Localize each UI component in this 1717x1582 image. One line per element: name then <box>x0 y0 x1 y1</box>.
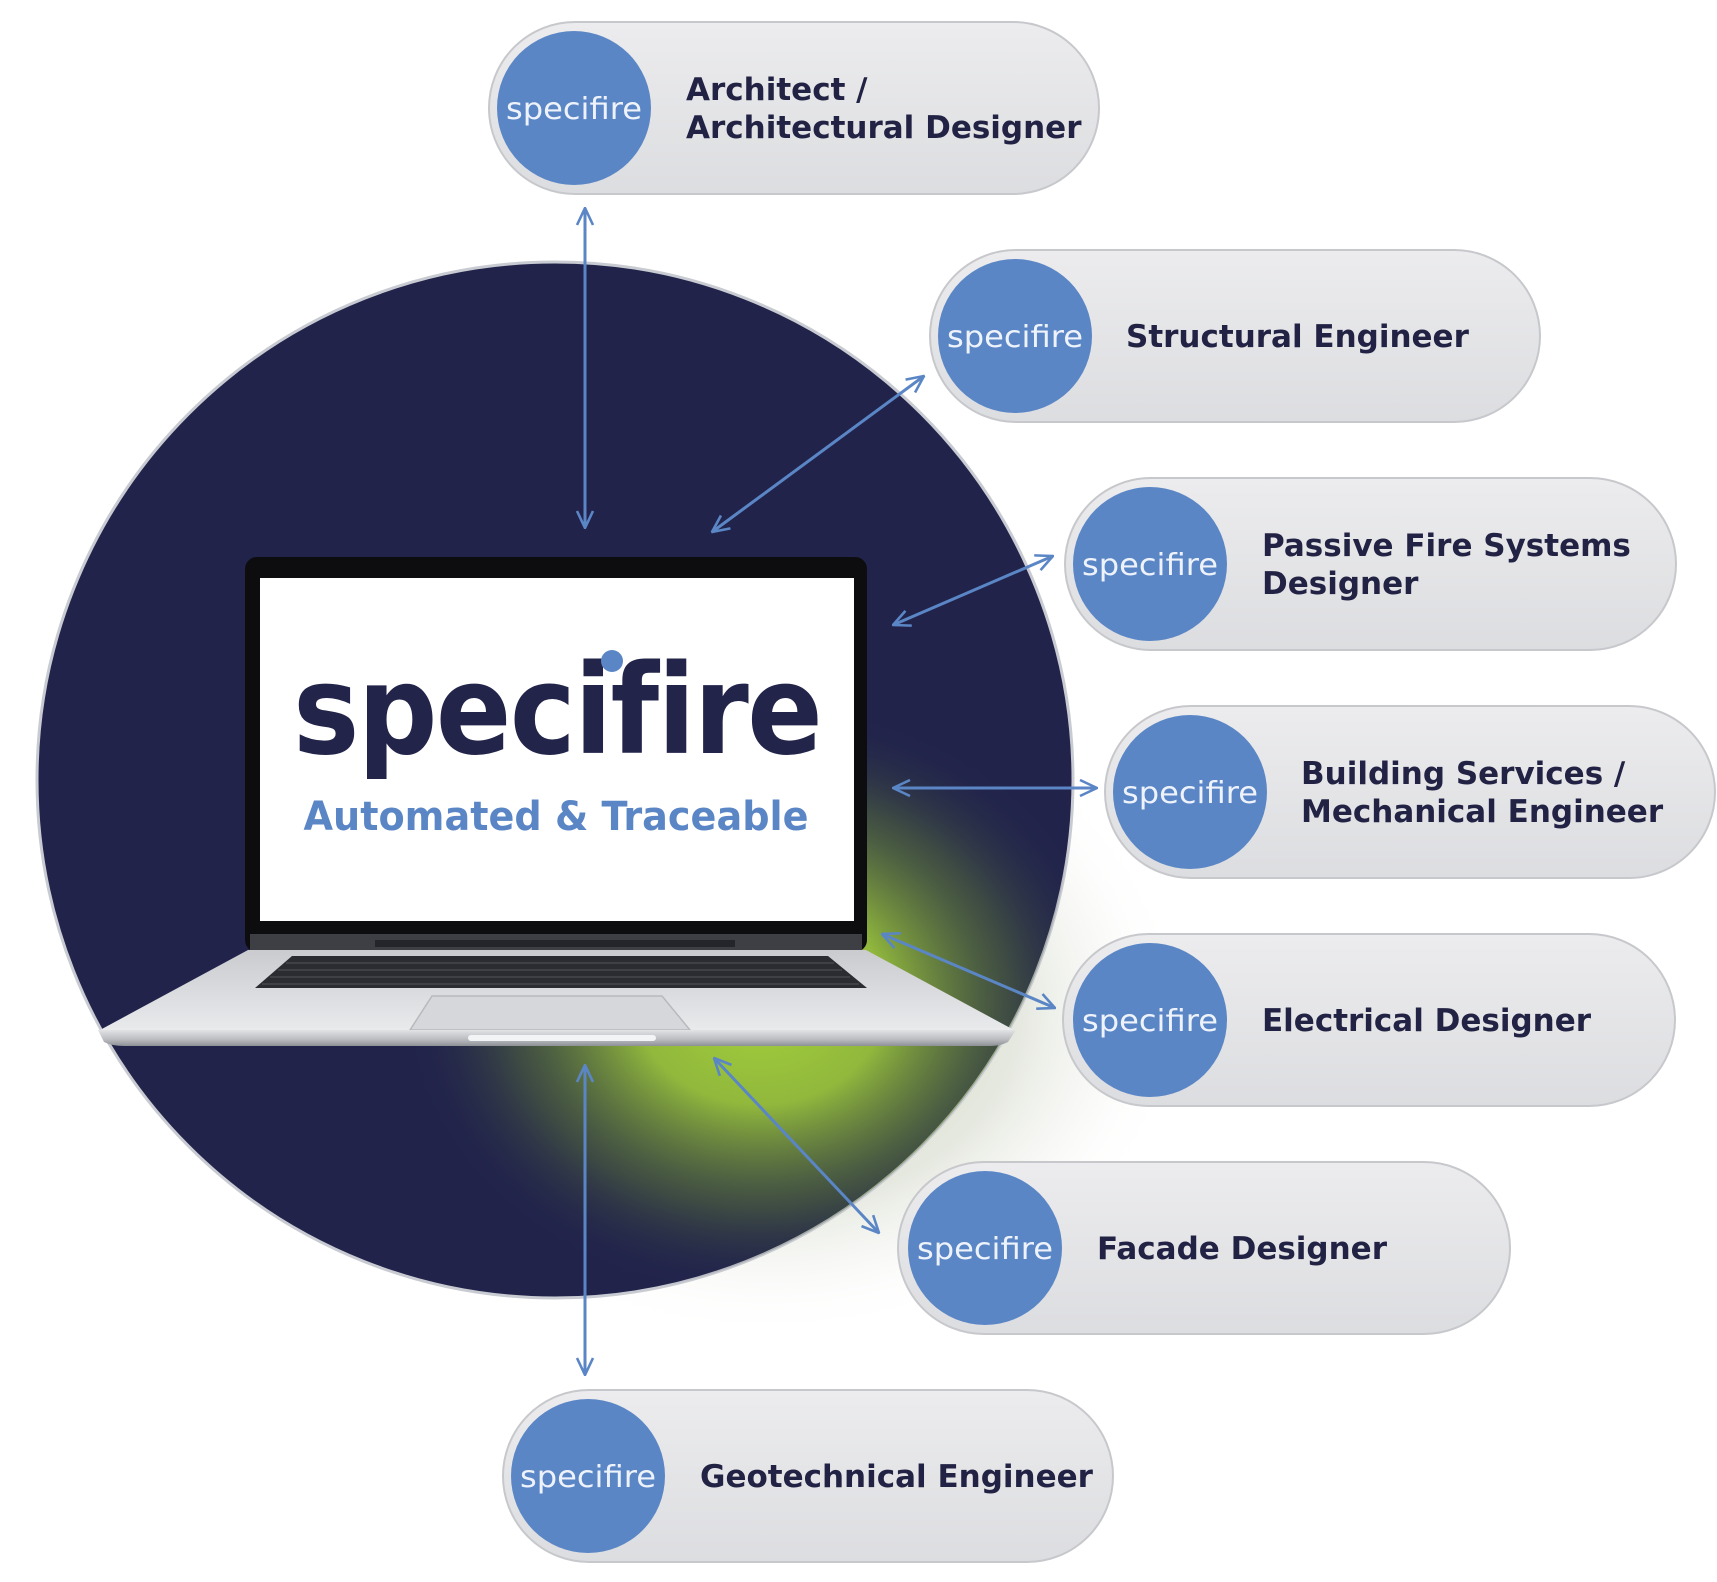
role-pill-background <box>488 21 1100 195</box>
role-pill-background <box>502 1389 1114 1563</box>
role-pill-background <box>1064 477 1677 651</box>
specifire-badge-text: specifire <box>1082 1004 1218 1039</box>
specifire-badge <box>1113 715 1267 869</box>
tagline: Automated & Traceable <box>304 794 809 840</box>
role-label-line: Passive Fire Systems <box>1262 528 1631 564</box>
brand-logo-text: specifire <box>293 639 821 783</box>
role-label-line: Facade Designer <box>1097 1231 1388 1267</box>
arrow-electrical <box>882 934 1055 1008</box>
role-label-line: Structural Engineer <box>1126 319 1470 355</box>
laptop: specifire Automated & Traceable <box>98 557 1016 1046</box>
role-label-line: Architectural Designer <box>686 110 1082 146</box>
brand-logo-dot <box>601 650 623 672</box>
arrow-facade <box>714 1058 879 1233</box>
specifire-badge <box>938 259 1092 413</box>
specifire-badge <box>511 1399 665 1553</box>
role-pill-background <box>897 1161 1511 1335</box>
laptop-screen <box>260 578 854 921</box>
specifire-badge-text: specifire <box>506 92 642 127</box>
specifire-badge <box>908 1171 1062 1325</box>
role-label-line: Architect / <box>686 72 868 108</box>
role-pill-geotechnical: specifire Geotechnical Engineer <box>502 1389 1114 1563</box>
role-label-line: Designer <box>1262 566 1419 602</box>
role-pill-structural: specifire Structural Engineer <box>929 249 1541 423</box>
role-pills: specifire Architect /Architectural Design… <box>488 21 1716 1563</box>
arrows <box>585 208 1097 1375</box>
specifire-badge <box>1073 487 1227 641</box>
arrow-structural <box>712 376 924 532</box>
role-label-line: Mechanical Engineer <box>1301 794 1664 830</box>
role-pill-background <box>1104 705 1716 879</box>
specifire-badge-text: specifire <box>1082 548 1218 583</box>
role-label-line: Geotechnical Engineer <box>700 1459 1094 1495</box>
laptop-trackpad <box>408 995 692 1031</box>
specifire-badge-text: specifire <box>1122 776 1258 811</box>
laptop-keyboard <box>255 956 867 988</box>
role-pill-background <box>929 249 1541 423</box>
role-label-line: Electrical Designer <box>1262 1003 1592 1039</box>
role-label-line: Building Services / <box>1301 756 1626 792</box>
specifire-badge <box>497 31 651 185</box>
specifire-badge <box>1073 943 1227 1097</box>
arrow-passive-fire <box>893 556 1053 625</box>
role-pill-background <box>1062 933 1676 1107</box>
role-pill-architect: specifire Architect /Architectural Design… <box>488 21 1100 195</box>
specifire-badge-text: specifire <box>917 1232 1053 1267</box>
role-pill-building-services: specifire Building Services /Mechanical E… <box>1104 705 1716 879</box>
role-pill-facade: specifire Facade Designer <box>897 1161 1511 1335</box>
specifire-badge-text: specifire <box>520 1460 656 1495</box>
role-pill-electrical: specifire Electrical Designer <box>1062 933 1676 1107</box>
specifire-badge-text: specifire <box>947 320 1083 355</box>
